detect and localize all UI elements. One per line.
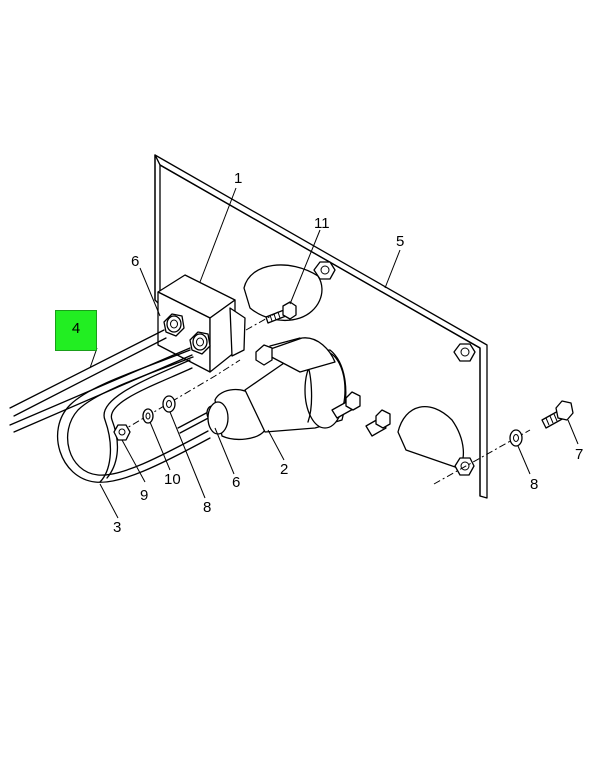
u-tube bbox=[56, 349, 211, 483]
callout-5[interactable]: 5 bbox=[396, 233, 404, 250]
connector-boot bbox=[177, 337, 391, 441]
washer-8-right bbox=[509, 429, 523, 447]
callout-6-lower[interactable]: 6 bbox=[232, 474, 240, 491]
washer-8-left bbox=[162, 395, 176, 413]
callout-10[interactable]: 10 bbox=[164, 471, 181, 488]
callout-8-left[interactable]: 8 bbox=[203, 499, 211, 516]
callout-2[interactable]: 2 bbox=[280, 461, 288, 478]
nut-9 bbox=[113, 424, 131, 441]
callout-7[interactable]: 7 bbox=[575, 446, 583, 463]
block-fitting-upper bbox=[163, 313, 185, 337]
leader-lines bbox=[89, 187, 579, 519]
callout-9[interactable]: 9 bbox=[140, 487, 148, 504]
plate-nut-upper bbox=[313, 261, 336, 280]
callout-4-label: 4 bbox=[71, 320, 81, 337]
callout-1[interactable]: 1 bbox=[234, 170, 242, 187]
callout-6-upper[interactable]: 6 bbox=[131, 253, 139, 270]
callout-3[interactable]: 3 bbox=[113, 519, 121, 536]
bolt-7 bbox=[541, 400, 574, 429]
mounting-plate bbox=[154, 154, 488, 499]
block-fitting-lower bbox=[189, 331, 211, 355]
plate-nut-right bbox=[453, 343, 476, 362]
callout-11[interactable]: 11 bbox=[314, 215, 330, 232]
callout-8-right[interactable]: 8 bbox=[530, 476, 538, 493]
callout-4-highlighted[interactable]: 4 bbox=[55, 310, 97, 351]
washer-10 bbox=[142, 408, 154, 424]
tube-lines bbox=[9, 329, 193, 433]
